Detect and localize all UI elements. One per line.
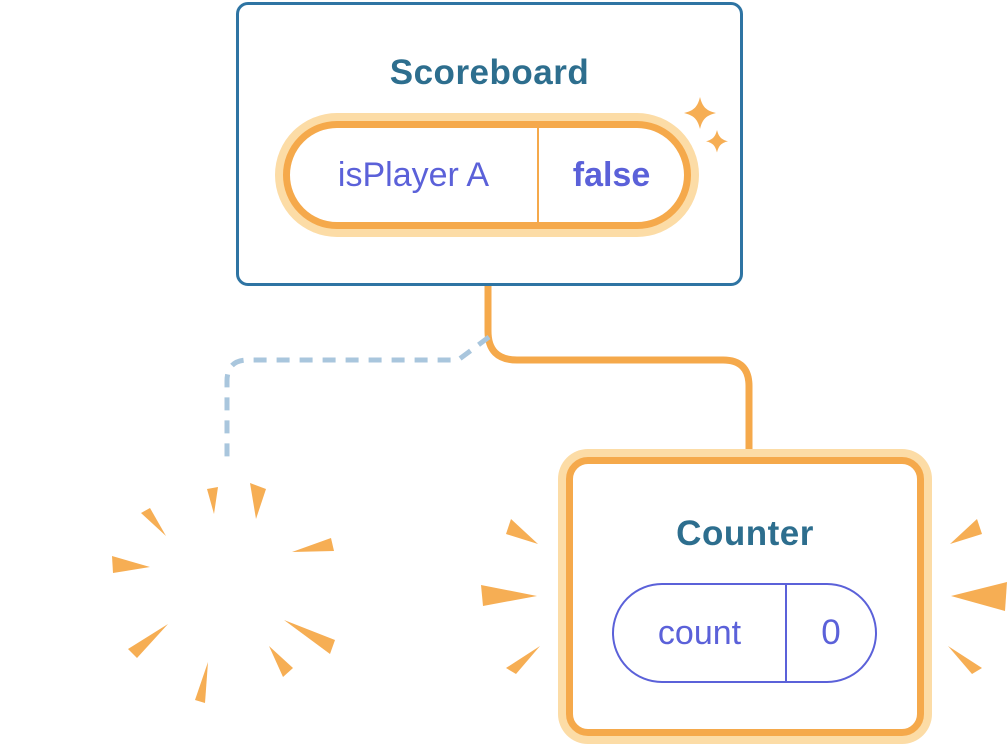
state-value: 0 [821,613,841,652]
sparkles-icon [684,97,728,153]
scoreboard-state-pill: isPlayer A false [283,121,691,229]
state-name: count [657,613,742,652]
emphasis-lines-right-icon [948,519,1007,674]
emphasis-lines-left-icon [481,519,540,674]
state-value: false [572,155,651,194]
connector-removed-state [224,334,491,458]
connector-kept-state [484,280,753,460]
pill-divider [785,585,787,681]
counter-state-pill: count 0 [612,583,877,683]
scoreboard-component-box: Scoreboard isPlayer A false [236,2,743,286]
counter-title: Counter [676,514,814,553]
scoreboard-title: Scoreboard [389,53,590,92]
pill-divider [537,128,539,222]
burst-rays-icon [112,483,335,703]
counter-component-box: Counter count 0 [566,457,924,736]
state-name: isPlayer A [337,155,490,194]
destroyed-component-card [93,455,367,729]
